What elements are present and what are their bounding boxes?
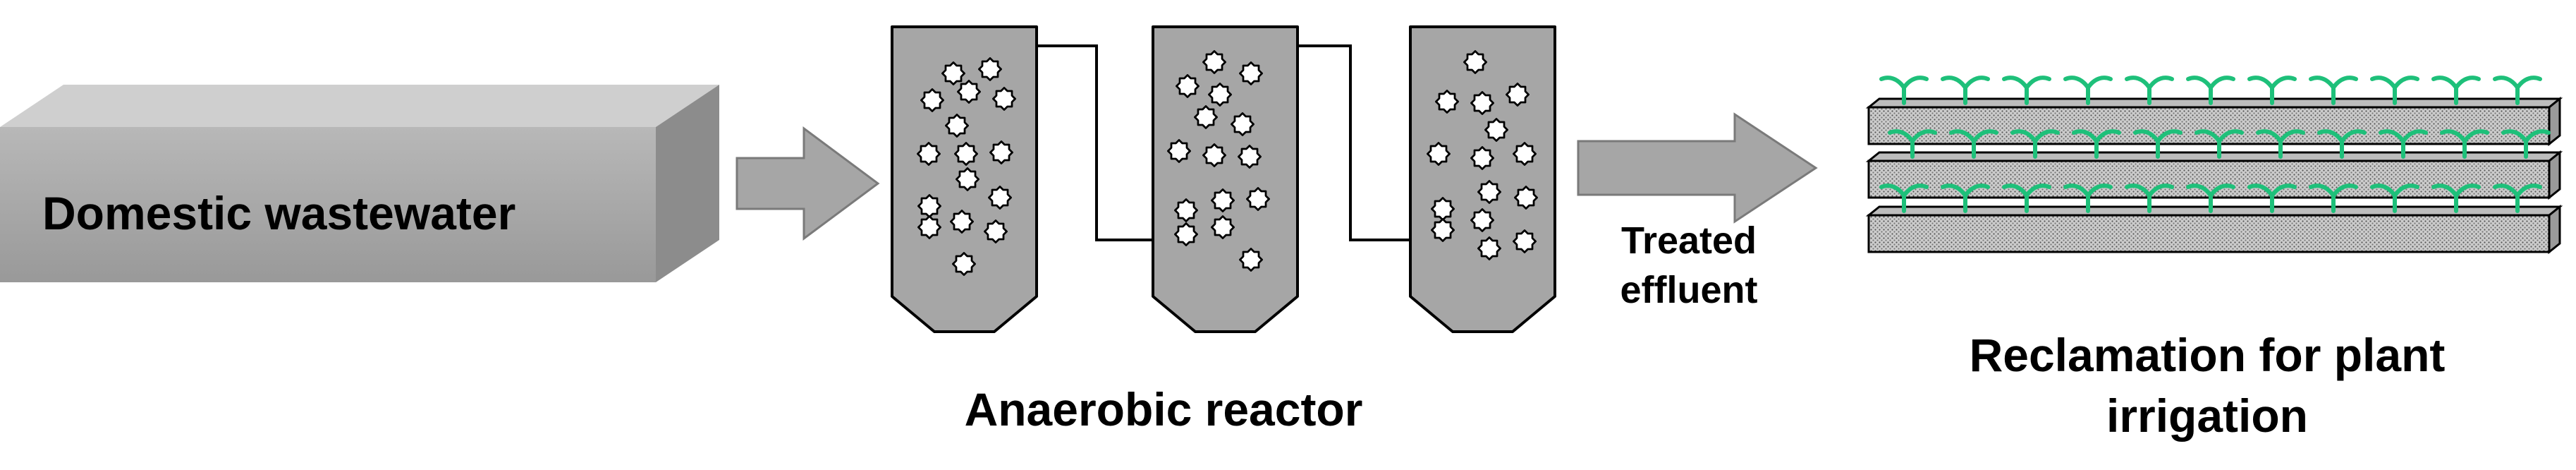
seedling-icon (2493, 76, 2542, 105)
seedling-icon (2256, 129, 2305, 159)
seedling-icon (2133, 129, 2183, 159)
seedling-icon (2431, 76, 2481, 105)
irrigation-bed-3 (1865, 204, 2563, 255)
seedling-icon (2247, 183, 2297, 213)
reactor-caption: Anaerobic reactor (964, 383, 1363, 435)
source-label: Domestic wastewater (42, 187, 516, 239)
effluent-label: Treated effluent (1620, 219, 1758, 311)
seedling-icon (2309, 183, 2358, 213)
seedling-icon (2247, 76, 2297, 105)
seedling-icon (2072, 129, 2121, 159)
domestic-wastewater-box (0, 85, 719, 282)
seedling-icon (1879, 183, 1929, 213)
flow-arrow-to-reactor (735, 126, 880, 241)
flow-arrow-to-irrigation (1577, 112, 1818, 224)
box-front-face (0, 127, 656, 282)
seedling-icon (2186, 76, 2235, 105)
seedling-icon (2370, 76, 2419, 105)
destination-label: Reclamation for plant irrigation (1969, 329, 2446, 442)
seedling-icon (2379, 129, 2428, 159)
box-top-face (0, 85, 719, 127)
seedling-icon (2125, 76, 2174, 105)
seedling-icon (2063, 76, 2113, 105)
connector-pipe-2 (1298, 44, 1410, 241)
seedling-icon (2010, 129, 2060, 159)
seedling-icon (2309, 76, 2358, 105)
seedling-icon (2370, 183, 2419, 213)
seedling-icon (2125, 183, 2174, 213)
anaerobic-reactor-group (891, 25, 1556, 333)
seedling-icon (1949, 129, 1998, 159)
connector-pipe-1 (1037, 44, 1156, 241)
seedling-icon (2002, 183, 2051, 213)
seedling-icon (2002, 76, 2051, 105)
seedling-icon-group (1879, 76, 2551, 213)
seedling-icon (1941, 76, 1990, 105)
reactor-tank-1 (891, 25, 1038, 333)
seedling-icon (2493, 183, 2542, 213)
seedling-icon (2063, 183, 2113, 213)
box-side-face (656, 85, 719, 282)
seedling-icon (2501, 129, 2551, 159)
seedling-icon (2317, 129, 2367, 159)
seedling-icon (1941, 183, 1990, 213)
seedling-icon (1879, 76, 1929, 105)
seedling-icon (2186, 183, 2235, 213)
seedling-icon (2431, 183, 2481, 213)
seedling-icon (1888, 129, 1937, 159)
reactor-tank-3 (1409, 25, 1556, 333)
irrigation-bed-1 (1865, 96, 2563, 147)
irrigation-bed-stack (1865, 96, 2563, 255)
seedling-icon (2195, 129, 2244, 159)
seedling-icon (2440, 129, 2489, 159)
reactor-tank-2 (1152, 25, 1299, 333)
